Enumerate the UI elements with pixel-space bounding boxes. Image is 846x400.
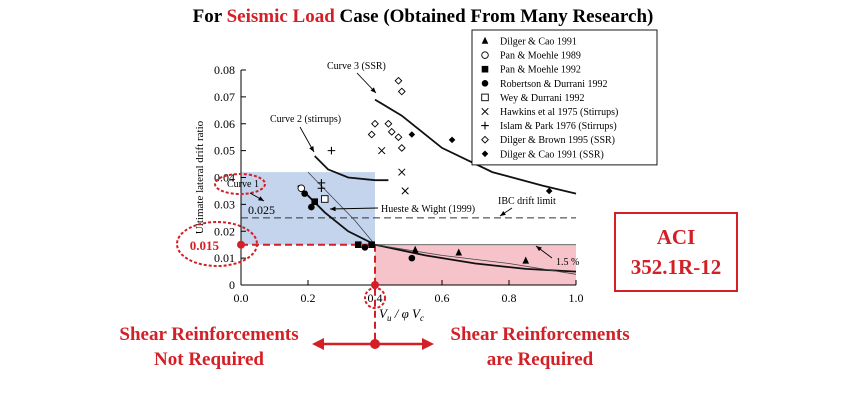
divider-arrow-left — [312, 338, 324, 350]
curve1-arrow-head — [258, 196, 264, 201]
legend-label: Dilger & Cao 1991 (SSR) — [500, 149, 604, 160]
data-point — [408, 254, 416, 262]
curve1-annotation: Curve 1 — [227, 179, 259, 190]
data-point — [301, 190, 308, 197]
x-axis-label: Vu / φ Vc — [379, 306, 424, 323]
aci-reference-box: ACI 352.1R-12 — [614, 212, 738, 292]
pct-annotation: 1.5 % — [556, 257, 579, 268]
legend-label: Wey & Durrani 1992 — [500, 93, 584, 104]
data-point — [387, 127, 396, 136]
data-point — [361, 244, 369, 251]
data-point — [397, 87, 406, 96]
legend-marker — [481, 107, 489, 116]
data-point — [327, 146, 336, 155]
data-point — [311, 198, 318, 205]
x-tick-label: 0.8 — [502, 291, 517, 305]
highlight-x-dot — [371, 281, 379, 289]
curve3-annotation: Curve 3 (SSR) — [327, 61, 386, 72]
legend-marker — [481, 51, 489, 59]
legend-label: Robertson & Durrani 1992 — [500, 79, 608, 90]
y-tick-label: 0.07 — [214, 90, 235, 104]
data-point — [394, 133, 403, 142]
data-point — [397, 144, 406, 152]
hueste-annotation: Hueste & Wight (1999) — [381, 204, 475, 215]
legend-marker — [481, 80, 489, 87]
legend-marker — [481, 93, 489, 102]
x-tick-label: 0.4 — [368, 291, 383, 305]
legend-marker — [481, 150, 489, 158]
curve3-arrow-head — [370, 87, 376, 93]
curve2-arrow-head — [309, 146, 314, 152]
data-point — [308, 203, 315, 211]
legend-label: Dilger & Cao 1991 — [500, 37, 577, 48]
data-point — [455, 248, 463, 256]
ibc-annotation: IBC drift limit — [498, 196, 556, 207]
curve-1 — [314, 155, 389, 182]
y-tick-label: 0 — [229, 278, 235, 292]
x-tick-label: 0.2 — [301, 291, 316, 305]
page-title: For Seismic Load Case (Obtained From Man… — [192, 6, 654, 27]
data-point — [448, 136, 456, 144]
pct-arrow-head — [536, 246, 542, 252]
data-point — [297, 184, 306, 192]
curve1-highlight-ellipse — [214, 173, 266, 195]
legend-marker — [481, 65, 489, 73]
x-tick-label: 0.0 — [234, 291, 249, 305]
data-point — [522, 256, 530, 264]
required-label: Shear Reinforcements are Required — [450, 324, 630, 370]
legend-marker — [481, 121, 489, 130]
legend-box — [471, 29, 658, 166]
curve-3 — [307, 171, 577, 275]
data-point — [545, 187, 553, 195]
x-tick-label: 1.0 — [569, 291, 584, 305]
y-tick-label: 0.06 — [214, 117, 235, 131]
highlight-y-ellipse — [176, 221, 258, 267]
curve2-annotation: Curve 2 (stirrups) — [270, 114, 341, 125]
x-tick-label: 0.6 — [435, 291, 450, 305]
curve-2 — [374, 98, 577, 195]
divider-dot — [370, 339, 380, 349]
aci-code: 352.1R-12 — [630, 255, 722, 279]
ibc-value-label: 0.025 — [248, 203, 275, 217]
y-tick-label: 0.02 — [214, 224, 235, 238]
data-point — [398, 168, 406, 176]
aci-label: ACI — [656, 225, 696, 249]
y-axis-label: Ultimate lateral drift ratio — [194, 120, 206, 234]
highlight-y-dot — [237, 240, 245, 249]
data-point — [394, 76, 403, 85]
data-point — [321, 195, 329, 203]
y-tick-label: 0.03 — [214, 197, 235, 211]
curve-0 — [297, 184, 577, 273]
data-point — [368, 241, 375, 248]
legend-label: Pan & Moehle 1989 — [500, 51, 581, 62]
hueste-arrow — [329, 207, 379, 210]
hueste-arrow-head — [330, 206, 336, 212]
divider-arrow-right — [422, 338, 434, 350]
not-required-label: Shear Reinforcements Not Required — [119, 324, 299, 370]
data-point — [378, 146, 386, 155]
legend-label: Hawkins et al 1975 (Stirrups) — [500, 107, 618, 118]
y-tick-label: 0.01 — [214, 251, 235, 265]
y-tick-label: 0.08 — [214, 63, 235, 77]
data-point — [408, 131, 416, 138]
legend-label: Dilger & Brown 1995 (SSR) — [500, 135, 615, 146]
ibc-arrow-head — [500, 210, 506, 216]
legend-label: Pan & Moehle 1992 — [500, 65, 581, 76]
data-point — [384, 119, 393, 128]
data-point — [411, 245, 419, 253]
data-point — [317, 184, 326, 193]
legend-label: Islam & Park 1976 (Stirrups) — [500, 121, 617, 132]
legend-marker — [481, 36, 489, 44]
data-point — [354, 241, 362, 248]
data-point — [367, 130, 376, 139]
data-point — [371, 119, 379, 128]
data-point — [401, 187, 409, 195]
y-tick-label: 0.05 — [214, 144, 235, 158]
legend-marker — [481, 135, 489, 144]
highlight-y-label: 0.015 — [190, 238, 220, 253]
title-highlight: Seismic Load — [226, 6, 335, 27]
